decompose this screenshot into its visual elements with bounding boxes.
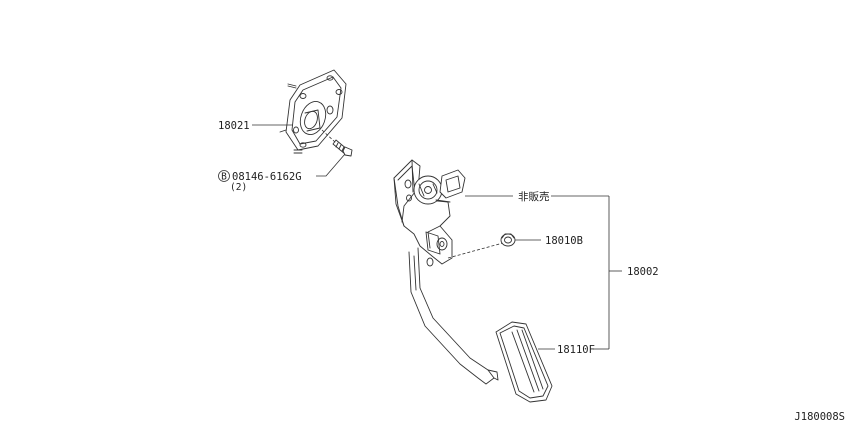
label-18010b: 18010B (545, 235, 583, 247)
label-bolt-quantity: (2) (230, 182, 247, 193)
accelerator-pedal-assembly-18002 (393, 159, 499, 385)
b-symbol-letter: B (221, 172, 227, 183)
label-18002: 18002 (627, 266, 659, 278)
label-18021: 18021 (218, 120, 250, 132)
bolt-08146-6162g (321, 129, 353, 157)
bolt-callout: B 08146-6162G (2) (218, 170, 302, 193)
b-symbol-circle (218, 170, 230, 182)
pedal-pad-18110f (495, 321, 553, 403)
bracket-plate-18021 (279, 69, 347, 154)
lock-nut-18010b (447, 233, 516, 259)
label-not-sold: 非販売 (518, 190, 550, 203)
leader-lines (252, 124, 622, 350)
drawing-id: J180008S (794, 411, 845, 423)
label-08146-6162g: 08146-6162G (232, 171, 302, 183)
label-18110f: 18110F (557, 344, 595, 356)
